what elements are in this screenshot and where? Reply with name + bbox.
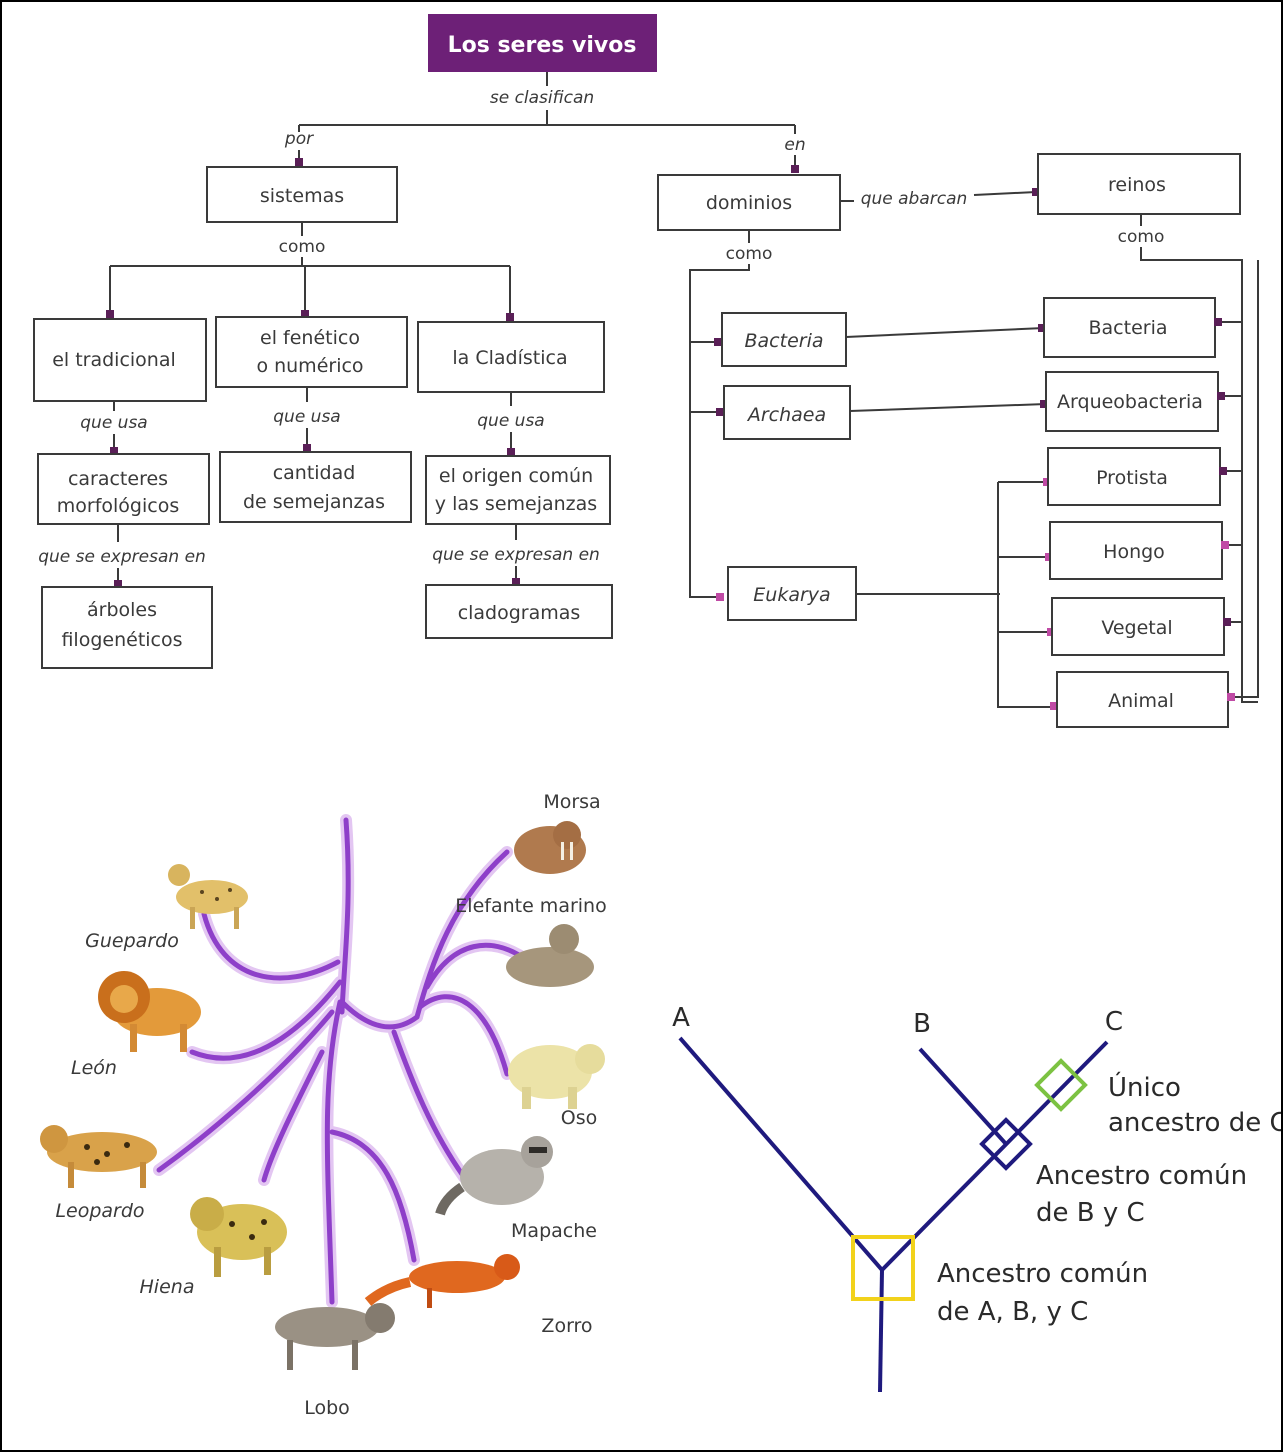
domain-archaea-box (723, 385, 851, 440)
unico-line1: Único (1108, 1071, 1181, 1103)
arboles-line1: árboles (87, 599, 157, 621)
kingdom-protista-box (1047, 447, 1221, 506)
abc-ancestor-marker (851, 1235, 915, 1301)
domain-archaea-text: Archaea (746, 404, 826, 426)
abc-line2: de A, B, y C (937, 1297, 1088, 1327)
kingdom-animal-text: Animal (1108, 690, 1174, 712)
label-oso: Oso (561, 1107, 597, 1129)
fenetico-line2: o numérico (256, 355, 363, 377)
label-leopardo: Leopardo (55, 1200, 144, 1222)
domain-eukarya-box (727, 566, 857, 621)
label-elefante-marino: Elefante marino (455, 895, 606, 917)
caracteres-box (37, 453, 210, 525)
cladogramas-box (425, 584, 613, 639)
title-box (428, 14, 657, 72)
domain-bacteria-text: Bacteria (745, 330, 824, 352)
link-en: en (784, 135, 805, 155)
cladogramas-text: cladogramas (458, 602, 581, 624)
bc-ancestor-marker (979, 1117, 1033, 1171)
domain-eukarya-text: Eukarya (753, 584, 830, 606)
cantidad-line2: de semejanzas (243, 491, 385, 513)
reinos-text: reinos (1108, 174, 1166, 196)
reinos-box (1037, 153, 1241, 215)
que-usa-3: que usa (477, 411, 544, 431)
lion-illustration (98, 971, 201, 1052)
title-text: Los seres vivos (448, 33, 637, 58)
domain-bacteria-box (721, 312, 847, 367)
fox-illustration (364, 1254, 520, 1308)
sistemas-como: como (279, 237, 326, 257)
dominios-como: como (726, 244, 773, 264)
que-usa-1: que usa (80, 413, 147, 433)
hyena-illustration (190, 1197, 287, 1277)
cantidad-box (219, 451, 412, 523)
unico-line2: ancestro de C (1108, 1108, 1281, 1138)
kingdom-vegetal-text: Vegetal (1101, 617, 1172, 639)
reinos-como: como (1118, 227, 1165, 247)
fenetico-line1: el fenético (260, 327, 360, 349)
concept-map: Los seres vivos se clasifican por en sis… (33, 14, 1259, 728)
que-se-expresan-1: que se expresan en (38, 547, 206, 567)
tradicional-text: el tradicional (52, 349, 176, 371)
raccoon-illustration (435, 1136, 553, 1216)
cladogram: A B C Único ancestro de C Ancestro común… (672, 1003, 1281, 1393)
origen-line2: y las semejanzas (435, 493, 597, 515)
wolf-illustration (275, 1303, 395, 1370)
arboles-line2: filogenéticos (61, 629, 182, 651)
polar-bear-illustration (508, 1044, 605, 1109)
sistemas-text: sistemas (260, 185, 344, 207)
caracteres-line2: morfológicos (57, 495, 179, 517)
origen-line1: el origen común (439, 465, 593, 487)
caracteres-line1: caracteres (68, 468, 168, 490)
label-guepardo: Guepardo (85, 930, 179, 952)
label-morsa: Morsa (543, 791, 600, 813)
kingdom-bacteria-text: Bacteria (1089, 317, 1168, 339)
walrus-illustration (514, 821, 586, 874)
que-usa-2: que usa (273, 407, 340, 427)
kingdom-hongo-box (1049, 521, 1223, 580)
c-only-ancestor-marker (1034, 1058, 1088, 1112)
abc-line1: Ancestro común (937, 1259, 1148, 1289)
cantidad-line1: cantidad (273, 462, 356, 484)
taxon-c: C (1105, 1007, 1123, 1037)
tradicional-box (33, 318, 207, 402)
taxon-a: A (672, 1003, 690, 1033)
kingdom-arqueobacteria-box (1045, 371, 1219, 432)
cladistica-text: la Cladística (452, 347, 567, 369)
que-abarcan: que abarcan (861, 189, 968, 209)
label-zorro: Zorro (541, 1315, 592, 1337)
dominios-text: dominios (706, 192, 792, 214)
tree-branches (156, 817, 535, 1305)
kingdom-hongo-text: Hongo (1103, 541, 1165, 563)
bc-line1: Ancestro común (1036, 1161, 1247, 1191)
que-se-expresan-2: que se expresan en (432, 545, 600, 565)
elephant-seal-illustration (506, 924, 594, 987)
link-por: por (284, 129, 314, 149)
label-hiena: Hiena (140, 1276, 195, 1298)
kingdom-vegetal-box (1051, 597, 1225, 656)
bc-line2: de B y C (1036, 1198, 1145, 1228)
label-leon: León (71, 1057, 117, 1079)
kingdom-bacteria-box (1043, 297, 1216, 358)
dominios-box (657, 174, 841, 231)
kingdom-protista-text: Protista (1096, 467, 1168, 489)
taxon-b: B (913, 1009, 931, 1039)
label-lobo: Lobo (304, 1397, 350, 1419)
origen-box (425, 455, 611, 525)
leopard-illustration (40, 1125, 157, 1188)
link-se-clasifican: se clasifican (490, 88, 594, 108)
animal-tree: Morsa Elefante marino Guepardo León Oso … (40, 791, 607, 1419)
cheetah-illustration (168, 864, 248, 929)
label-mapache: Mapache (511, 1220, 597, 1242)
fenetico-box (215, 316, 408, 388)
kingdom-arqueobacteria-text: Arqueobacteria (1057, 391, 1203, 413)
arboles-box (41, 586, 213, 669)
